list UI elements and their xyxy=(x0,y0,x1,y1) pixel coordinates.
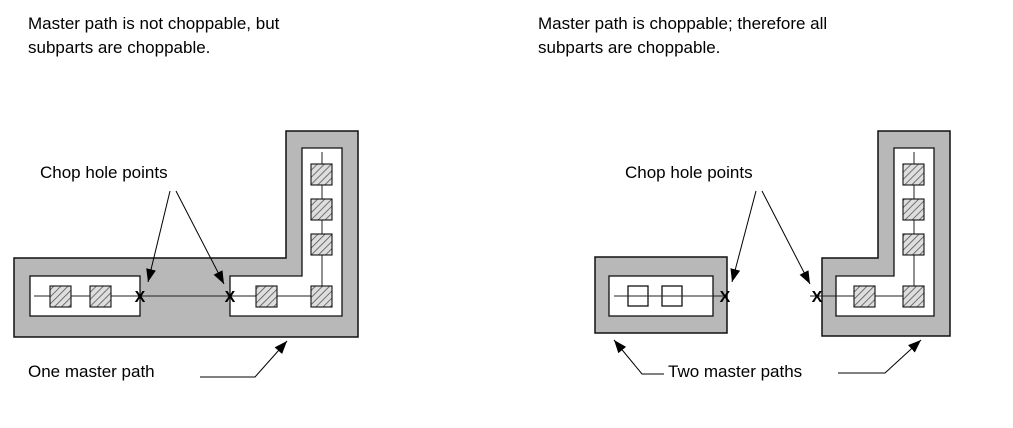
contact-square xyxy=(853,285,876,308)
contact-square xyxy=(255,285,278,308)
left-subpath-corner xyxy=(229,147,343,317)
contact-square xyxy=(310,163,333,186)
contact-square xyxy=(310,198,333,221)
contact-square xyxy=(902,233,925,256)
chop-leader-arrow xyxy=(146,190,171,283)
right-chop-hole-points-label: Chop hole points xyxy=(625,163,753,182)
master-path-leader-arrow xyxy=(200,340,288,378)
right-contact-squares xyxy=(853,163,925,308)
left-contact-squares xyxy=(49,163,333,308)
chop-leader-arrow xyxy=(730,190,757,283)
one-master-path-label: One master path xyxy=(28,362,155,381)
left-chop-hole-points-label: Chop hole points xyxy=(40,163,168,182)
contact-square xyxy=(89,285,112,308)
chop-point-x-mark: X xyxy=(812,289,823,306)
master-path-leader-arrow xyxy=(613,339,664,375)
chop-leader-arrow xyxy=(175,190,225,285)
contact-square xyxy=(49,285,72,308)
chop-point-x-mark: X xyxy=(225,289,236,306)
chop-point-x-mark: X xyxy=(135,289,146,306)
right-caption: Master path is choppable; therefore all … xyxy=(538,14,828,57)
contact-square xyxy=(310,285,333,308)
right-subpath-corner xyxy=(835,147,935,317)
chop-point-x-mark: X xyxy=(720,289,731,306)
chop-leader-arrow xyxy=(761,190,811,285)
contact-square xyxy=(310,233,333,256)
master-path-leader-arrow xyxy=(838,339,922,374)
two-master-paths-label: Two master paths xyxy=(668,362,803,381)
left-caption: Master path is not choppable, but subpar… xyxy=(28,14,280,57)
contact-square xyxy=(902,163,925,186)
contact-square xyxy=(902,198,925,221)
contact-square xyxy=(902,285,925,308)
